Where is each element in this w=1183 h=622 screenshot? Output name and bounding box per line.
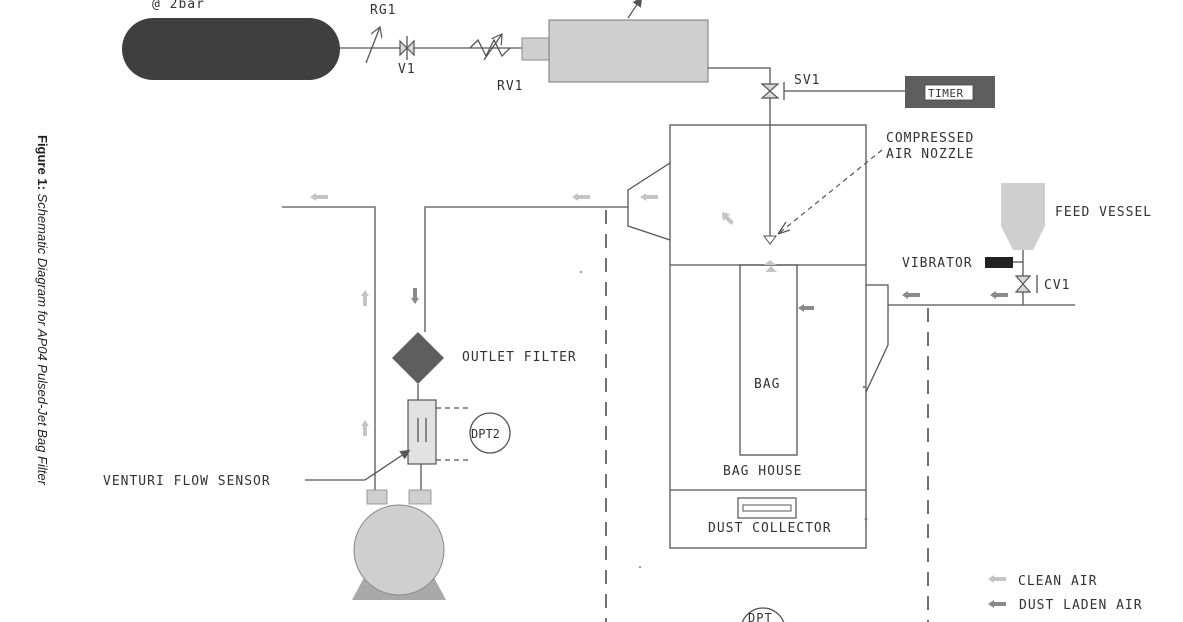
air-receiver-body [548, 19, 709, 83]
cv1-label: CV1 [1044, 278, 1070, 293]
flow-arrows-dust [411, 288, 1008, 608]
pressure-label: @ 2bar [152, 0, 205, 12]
rg1-label: RG1 [370, 3, 396, 18]
air-receiver [521, 37, 551, 61]
dpt-bottom-label: DPT [748, 611, 773, 622]
dpt2-label: DPT2 [471, 427, 500, 441]
vibrator [985, 257, 1013, 268]
solenoid-valve-sv1: SV1 [760, 73, 820, 100]
inlet-hood [865, 284, 889, 393]
outlet-filter [392, 332, 444, 384]
compressed-air-tank [122, 18, 340, 80]
pressure-gauge-rg1: RG1 [365, 3, 396, 64]
venturi-label: VENTURI FLOW SENSOR [103, 474, 271, 489]
figure-caption: Figure 1: Schematic Diagram for AP04 Pul… [35, 135, 50, 486]
nozzle-label-line1: COMPRESSED [886, 131, 974, 146]
vibrator-label: VIBRATOR [902, 256, 973, 271]
v1-label: V1 [398, 62, 416, 77]
regulator-rv1: RV1 [469, 34, 523, 94]
dpt-bottom-sensor [741, 607, 785, 622]
legend: CLEAN AIR DUST LADEN AIR [1018, 574, 1143, 613]
outlet-hood [627, 162, 671, 241]
blower-fan [352, 489, 446, 600]
check-valve-cv1: CV1 [1014, 275, 1070, 293]
sv1-label: SV1 [794, 73, 820, 88]
dust-collector-label: DUST COLLECTOR [708, 521, 832, 536]
dpt2-sensor [469, 412, 511, 454]
bag-house-label: BAG HOUSE [723, 464, 802, 479]
caption-prefix: Figure 1: [35, 135, 50, 190]
rv1-label: RV1 [497, 79, 523, 94]
venturi-flow-sensor [407, 399, 437, 465]
caption-text: Schematic Diagram for AP04 Pulsed-Jet Ba… [35, 190, 50, 486]
legend-dust-laden-air: DUST LADEN AIR [1019, 598, 1143, 613]
outlet-filter-label: OUTLET FILTER [462, 350, 577, 365]
legend-clean-air: CLEAN AIR [1018, 574, 1097, 589]
flow-arrows-clean [310, 193, 1006, 583]
filter-bag [739, 264, 798, 456]
timer-label: TIMER [928, 87, 964, 100]
nozzle-label-line2: AIR NOZZLE [886, 147, 974, 162]
feed-vessel [1001, 183, 1045, 250]
valve-v1: V1 [398, 36, 416, 77]
feed-vessel-label: FEED VESSEL [1055, 205, 1152, 220]
bag-house [669, 124, 867, 549]
timer-box: TIMER [905, 76, 995, 108]
bag-label: BAG [754, 377, 780, 392]
